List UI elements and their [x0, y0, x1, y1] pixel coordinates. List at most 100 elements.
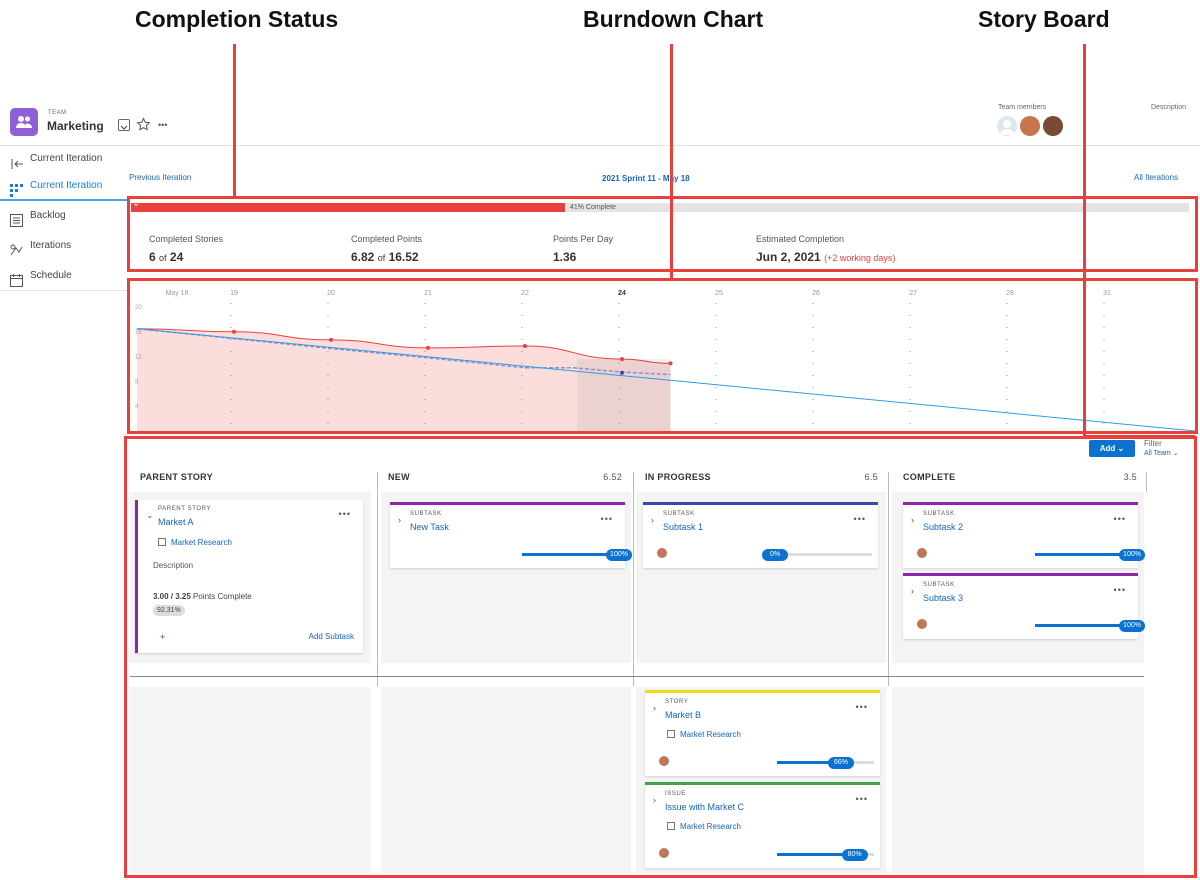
avatar[interactable]: [656, 547, 668, 559]
percent-badge: 92.31%: [153, 605, 185, 616]
card-title[interactable]: Market B: [665, 710, 702, 720]
metric-total: 16.52: [388, 250, 419, 264]
card-title[interactable]: Subtask 3: [923, 593, 964, 603]
x-tick-label: 27: [909, 290, 917, 297]
add-icon[interactable]: +: [160, 632, 166, 642]
progress-fill: [777, 761, 842, 764]
metric-completed-points: Completed Points 6.82 of 16.52: [351, 234, 422, 264]
card-type: SUBTASK: [663, 511, 695, 517]
add-button-label: Add: [1099, 444, 1116, 453]
card-title[interactable]: Issue with Market C: [665, 802, 745, 812]
more-options-icon[interactable]: •••: [600, 514, 613, 524]
project-name: Market Research: [680, 822, 741, 831]
sidebar-item-label: Schedule: [30, 270, 72, 281]
annotation-box-burndown: [127, 278, 1198, 434]
chevron-right-icon[interactable]: ›: [911, 586, 914, 596]
all-iterations-link[interactable]: All Iterations: [1134, 173, 1179, 182]
filter-dropdown[interactable]: All Team ⌄: [1144, 449, 1179, 457]
x-tick-label: 28: [1006, 290, 1014, 297]
more-options-icon[interactable]: •••: [158, 120, 168, 130]
project-link[interactable]: Market Research: [158, 538, 232, 547]
progress-label: 100%: [1119, 620, 1145, 632]
swimlane-cell: [892, 687, 1144, 873]
card-title[interactable]: Market A: [158, 517, 194, 527]
avatar[interactable]: [1043, 116, 1063, 136]
sidebar-collapse[interactable]: Current Iteration: [0, 144, 128, 174]
backlog-icon: [10, 210, 23, 227]
team-name: Marketing: [47, 119, 104, 133]
dropdown-icon[interactable]: [118, 119, 130, 131]
avatar[interactable]: [997, 116, 1017, 136]
sidebar-item-schedule[interactable]: Schedule: [0, 261, 128, 291]
previous-iteration-link[interactable]: Previous Iteration: [129, 173, 192, 182]
project-icon: [158, 538, 166, 546]
more-options-icon[interactable]: •••: [1113, 585, 1126, 595]
avatar[interactable]: [658, 755, 670, 767]
avatar[interactable]: [1020, 116, 1040, 136]
actual-point: [232, 329, 236, 334]
project-icon: [667, 730, 675, 738]
avatar[interactable]: [916, 618, 928, 630]
chevron-right-icon[interactable]: ›: [653, 703, 656, 713]
chevron-down-icon[interactable]: ⌄: [146, 510, 154, 520]
card-title[interactable]: New Task: [410, 522, 449, 532]
add-subtask-link[interactable]: Add Subtask: [308, 632, 354, 641]
chevron-right-icon[interactable]: ›: [398, 515, 401, 525]
x-tick-label: 26: [812, 290, 820, 297]
card-title[interactable]: Subtask 2: [923, 522, 964, 532]
x-tick-label: 31: [1103, 290, 1111, 297]
team-icon: [10, 108, 38, 136]
team-members-label: Team members: [998, 104, 1047, 111]
sidebar-item-current-iteration[interactable]: Current Iteration: [0, 171, 128, 201]
board-icon: [10, 180, 23, 197]
actual-area: [137, 328, 671, 431]
card-type: SUBTASK: [923, 582, 955, 588]
sidebar-item-label: Current Iteration: [30, 180, 103, 191]
chevron-right-icon[interactable]: ›: [653, 795, 656, 805]
x-tick-label: May 18: [166, 290, 189, 297]
progress-label: 0%: [762, 549, 788, 561]
project-icon: [667, 822, 675, 830]
progress-label: 80%: [841, 849, 868, 861]
progress-fill: [1035, 624, 1132, 627]
x-tick-label: 22: [521, 290, 529, 297]
column-name: IN PROGRESS: [645, 472, 711, 482]
annotation-line: [670, 44, 673, 278]
task-card[interactable]: › SUBTASK Subtask 1 ••• 0%: [643, 502, 878, 568]
annotation-box-storyboard: [124, 436, 1197, 878]
avatar[interactable]: [658, 847, 670, 859]
sidebar-item-backlog[interactable]: Backlog: [0, 201, 128, 231]
more-options-icon[interactable]: •••: [855, 794, 868, 804]
project-link[interactable]: Market Research: [667, 730, 741, 739]
more-options-icon[interactable]: •••: [338, 509, 351, 519]
chevron-right-icon[interactable]: ›: [651, 515, 654, 525]
chevron-right-icon[interactable]: ›: [911, 515, 914, 525]
metric-label: Completed Stories: [149, 234, 224, 244]
avatar[interactable]: [916, 547, 928, 559]
card-title[interactable]: Subtask 1: [663, 522, 704, 532]
card-type: PARENT STORY: [158, 506, 212, 512]
add-button[interactable]: Add ⌄: [1089, 440, 1135, 457]
burndown-chart: May 181920212224252627283120161284: [135, 290, 1195, 431]
parent-story-card[interactable]: ⌄ PARENT STORY Market A ••• Market Resea…: [135, 500, 363, 653]
project-name: Market Research: [680, 730, 741, 739]
project-link[interactable]: Market Research: [667, 822, 741, 831]
more-options-icon[interactable]: •••: [1113, 514, 1126, 524]
star-icon[interactable]: [136, 117, 151, 137]
metric-value: 1.36: [553, 250, 577, 264]
more-options-icon[interactable]: •••: [855, 702, 868, 712]
chevron-down-icon: ⌄: [1172, 450, 1179, 457]
more-options-icon[interactable]: •••: [853, 514, 866, 524]
x-tick-label: 25: [715, 290, 723, 297]
task-card[interactable]: › SUBTASK Subtask 3 ••• 100%: [903, 573, 1145, 639]
filter-label: Filter: [1144, 439, 1162, 448]
completion-chevron-icon[interactable]: ⌄: [132, 198, 141, 209]
y-tick-label: 20: [135, 305, 142, 311]
current-iteration-title: 2021 Sprint 11 - May 18: [602, 174, 690, 183]
progress-bar: 100%: [1035, 549, 1145, 561]
sidebar-item-iterations[interactable]: Iterations: [0, 231, 128, 261]
